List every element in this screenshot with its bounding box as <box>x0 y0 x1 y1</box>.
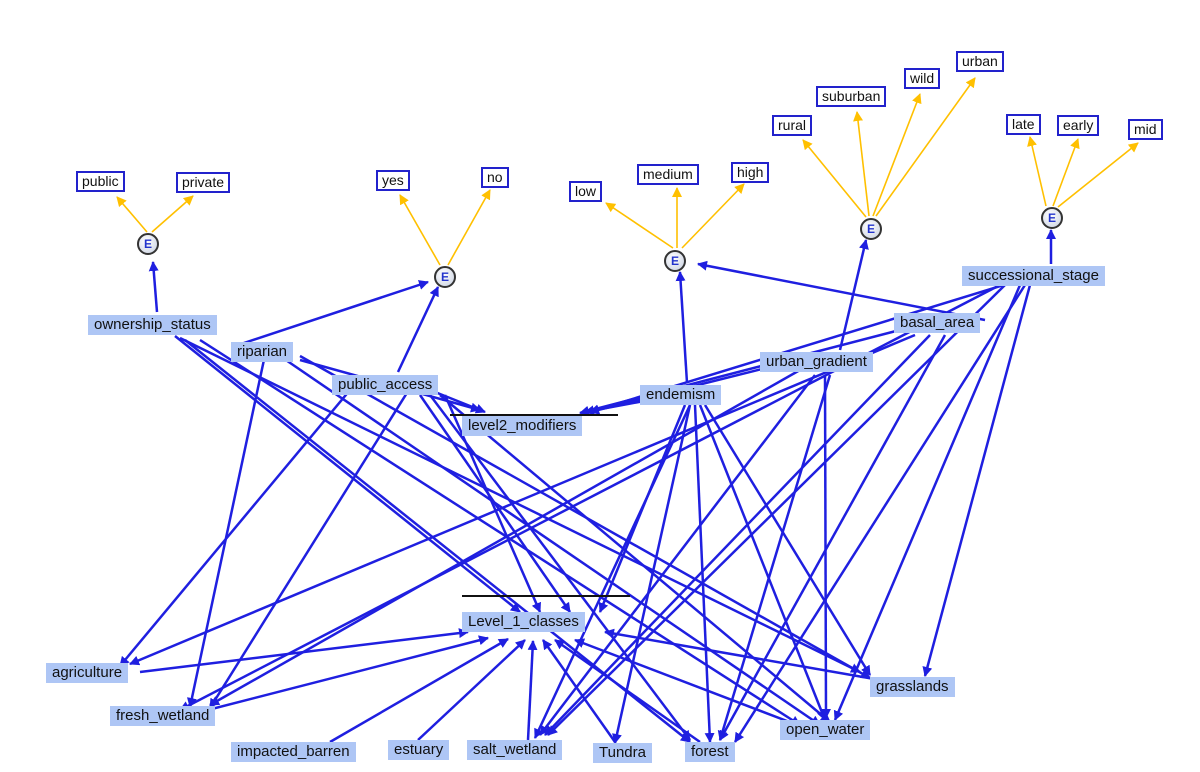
succession-enum-icon[interactable]: E <box>1041 207 1063 229</box>
dependency-edge <box>184 339 691 743</box>
urban-enum-icon[interactable]: E <box>860 218 882 240</box>
value-urban[interactable]: urban <box>956 51 1004 72</box>
dependency-edge <box>693 404 715 743</box>
value-wild[interactable]: wild <box>904 68 941 89</box>
dependency-edge <box>698 404 827 721</box>
dependency-edge <box>717 374 832 741</box>
value-late[interactable]: late <box>1006 114 1041 135</box>
dependency-edge <box>574 638 801 728</box>
node-endemism[interactable]: endemism <box>640 385 722 405</box>
dependency-edges <box>119 229 1056 744</box>
value-mid[interactable]: mid <box>1128 119 1163 140</box>
dependency-edge <box>544 334 931 736</box>
enum-value-edge <box>447 189 491 266</box>
dependency-edge <box>541 639 617 743</box>
dependency-edge <box>186 354 267 708</box>
dependency-edge <box>547 284 1006 736</box>
dependency-edge <box>174 335 521 613</box>
dependency-edge <box>209 368 801 707</box>
node-estuary[interactable]: estuary <box>388 740 450 760</box>
level2-modifiers-bar <box>450 414 618 416</box>
dependency-edge <box>612 404 692 744</box>
dependency-edge <box>703 404 872 676</box>
enum-value-edge <box>151 195 194 233</box>
value-early[interactable]: early <box>1057 115 1100 136</box>
enum-value-edges <box>116 77 1139 266</box>
value-suburban[interactable]: suburban <box>816 86 887 107</box>
value-medium[interactable]: medium <box>637 164 699 185</box>
value-private[interactable]: private <box>176 172 231 193</box>
value-low[interactable]: low <box>569 181 603 202</box>
access-enum-icon[interactable]: E <box>434 266 456 288</box>
node-impacted-barren[interactable]: impacted_barren <box>231 742 356 762</box>
dependency-edge <box>237 280 429 347</box>
dependency-edge <box>279 354 821 727</box>
dependency-edge <box>526 640 538 741</box>
level-1-classes-bar <box>462 595 630 597</box>
node-agriculture[interactable]: agriculture <box>46 663 129 683</box>
node-urban-gradient[interactable]: urban_gradient <box>760 352 873 372</box>
enum-value-edge <box>875 77 976 217</box>
dependency-edge <box>119 377 361 667</box>
node-ownership-status[interactable]: ownership_status <box>88 315 217 335</box>
enum-value-edge <box>116 196 148 233</box>
node-tundra[interactable]: Tundra <box>593 743 652 763</box>
enum-value-edge <box>802 139 867 218</box>
node-grasslands[interactable]: grasslands <box>870 677 955 697</box>
value-no[interactable]: no <box>481 167 509 188</box>
endemism-enum-icon[interactable]: E <box>664 250 686 272</box>
enum-value-edge <box>1052 138 1080 207</box>
dependency-edge <box>429 394 691 741</box>
dependency-edge <box>533 404 692 739</box>
enum-value-edge <box>1057 142 1139 208</box>
node-forest[interactable]: forest <box>685 742 735 762</box>
node-public-access[interactable]: public_access <box>332 375 439 395</box>
dependency-edge <box>418 394 572 613</box>
dependency-edge <box>733 284 1027 743</box>
dependency-edge <box>199 338 801 727</box>
dependency-edge <box>179 336 861 674</box>
node-successional-stage[interactable]: successional_stage <box>962 266 1105 286</box>
enum-value-edge <box>605 202 674 249</box>
ownership-enum-icon[interactable]: E <box>137 233 159 255</box>
dependency-edge <box>396 286 440 373</box>
enum-value-edge <box>1027 136 1047 207</box>
dependency-edge <box>697 260 986 322</box>
enum-value-edge <box>872 93 922 217</box>
dependency-edge <box>604 628 881 682</box>
value-high[interactable]: high <box>731 162 770 183</box>
dependency-edge <box>820 374 831 719</box>
dependency-edge <box>718 334 947 741</box>
node-fresh-wetland[interactable]: fresh_wetland <box>110 706 216 726</box>
node-basal-area[interactable]: basal_area <box>894 313 981 333</box>
dependency-edge <box>208 379 417 709</box>
enum-value-edge <box>399 194 441 266</box>
value-public[interactable]: public <box>76 171 125 192</box>
node-riparian[interactable]: riparian <box>231 342 294 362</box>
dependency-edge <box>199 635 489 714</box>
node-level2-modifiers[interactable]: level2_modifiers <box>462 416 583 436</box>
dependency-edge <box>675 271 689 384</box>
node-salt-wetland[interactable]: salt_wetland <box>467 740 563 760</box>
value-rural[interactable]: rural <box>772 115 813 136</box>
node-level-1-classes[interactable]: Level_1_classes <box>462 612 585 632</box>
dependency-edge <box>417 639 526 741</box>
dependency-edge <box>329 637 509 744</box>
dependency-edge <box>833 284 1022 721</box>
enum-value-edge <box>681 183 745 249</box>
dependency-edge <box>443 394 542 613</box>
dependency-edge <box>129 333 916 666</box>
dependency-edge <box>922 284 1032 677</box>
value-yes[interactable]: yes <box>376 170 410 191</box>
enum-value-edge <box>853 111 870 217</box>
dependency-edge <box>539 374 816 736</box>
dependency-edge <box>598 404 687 613</box>
dependency-edge <box>838 239 869 351</box>
dependency-edge <box>439 394 831 723</box>
dependency-edge <box>148 261 159 313</box>
node-open-water[interactable]: open_water <box>780 720 871 740</box>
